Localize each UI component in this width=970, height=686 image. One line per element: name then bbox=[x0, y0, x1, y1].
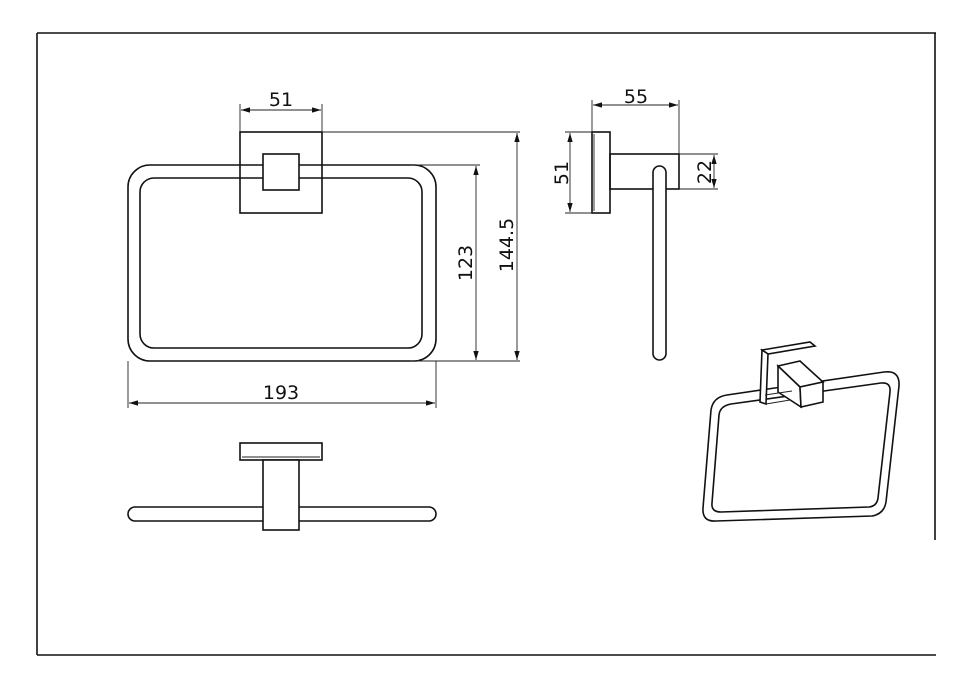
top-view bbox=[127, 442, 437, 531]
drawing-frame bbox=[36, 32, 936, 656]
front-view bbox=[127, 104, 520, 408]
dim-height: 123 bbox=[455, 245, 477, 281]
dim-total-height: 144.5 bbox=[496, 218, 518, 272]
dim-width: 193 bbox=[263, 382, 299, 404]
dim-arm-height: 22 bbox=[694, 160, 716, 184]
isometric-view bbox=[702, 341, 900, 522]
dim-depth: 55 bbox=[624, 86, 648, 108]
dim-plate-height: 51 bbox=[551, 161, 573, 185]
dim-plate-width: 51 bbox=[269, 89, 293, 111]
side-view bbox=[565, 100, 718, 361]
